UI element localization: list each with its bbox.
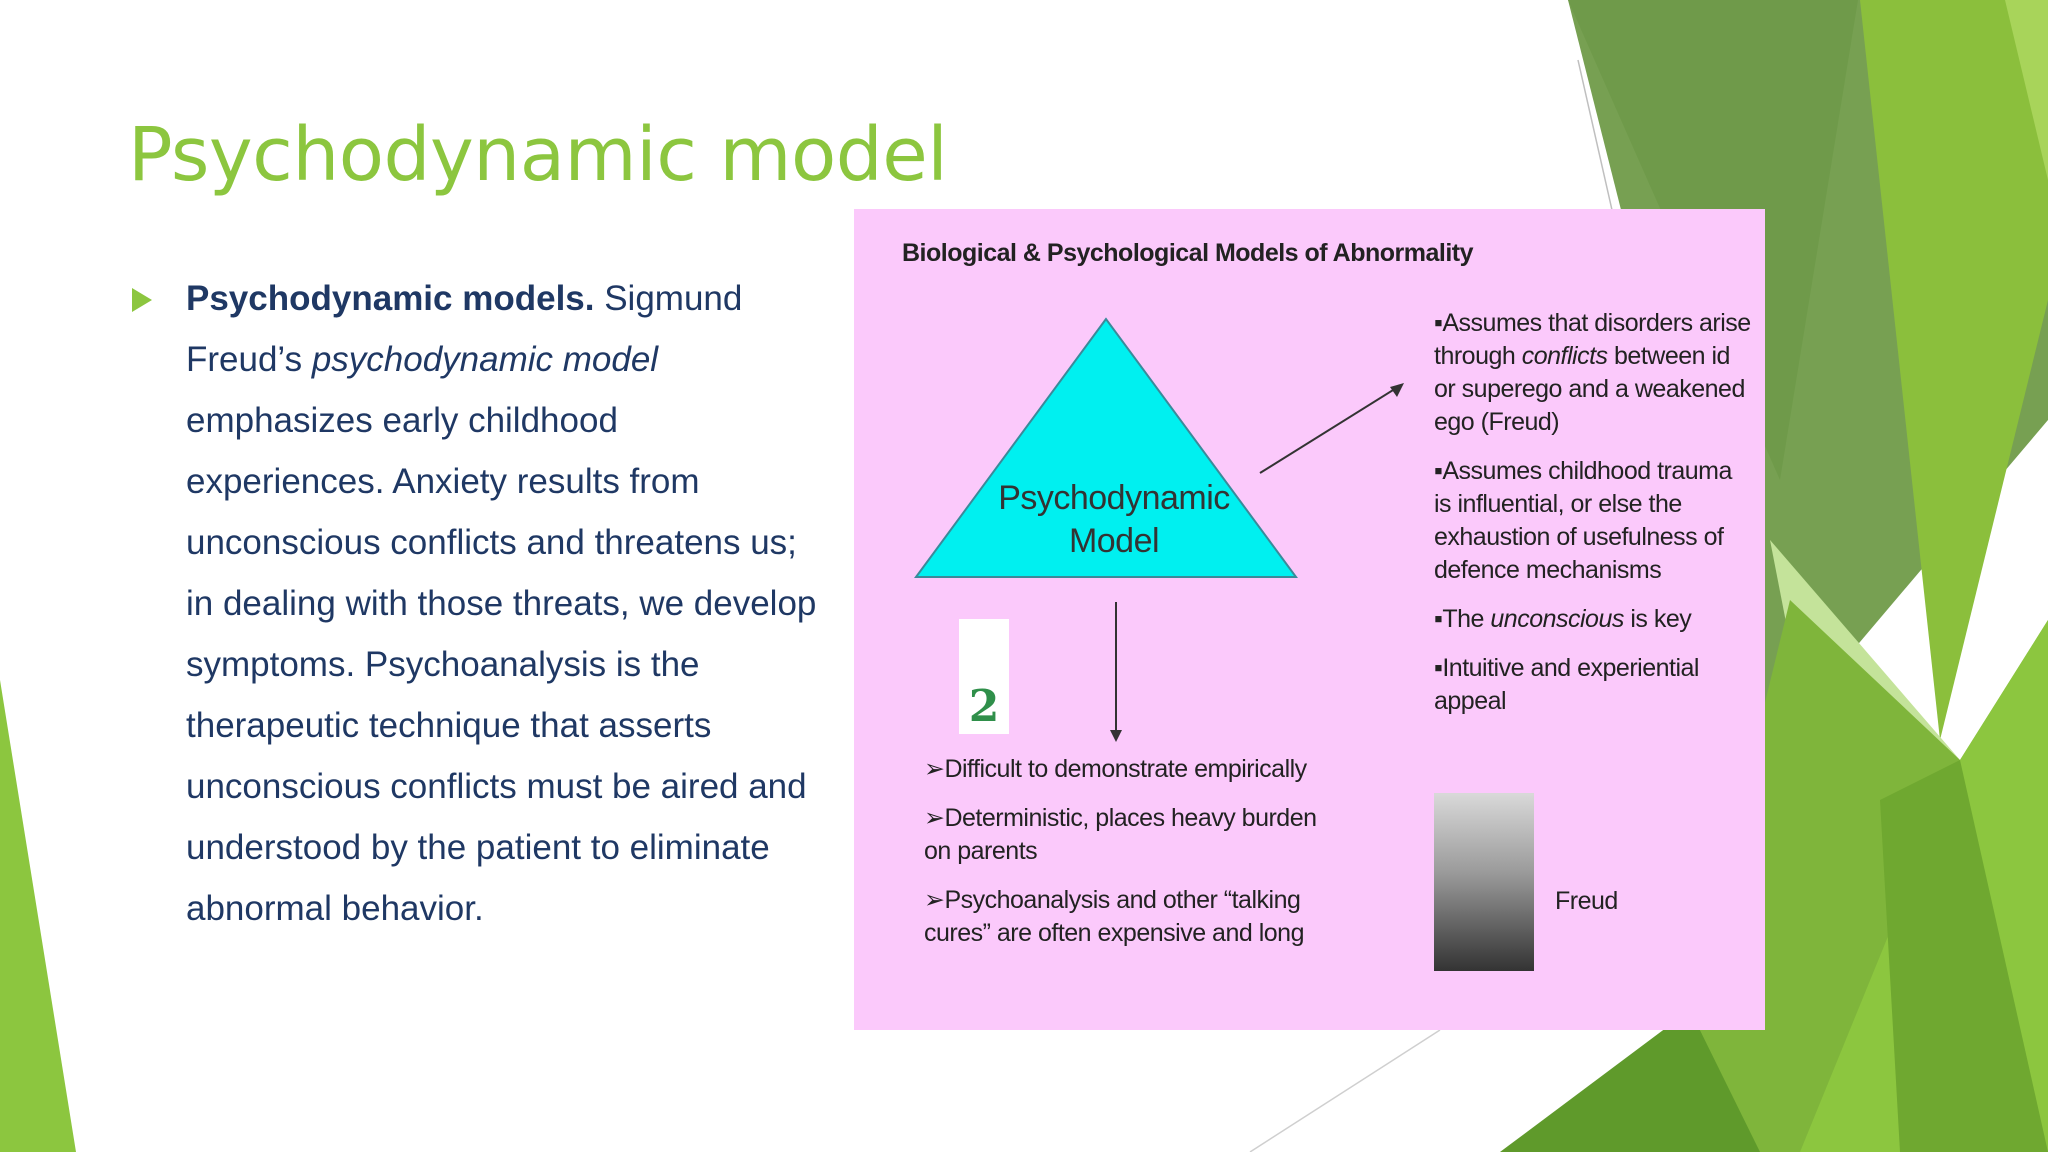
right-point-text: is key [1623, 605, 1692, 633]
left-point: ➢Difficult to demonstrate empirically [924, 755, 1307, 783]
freud-photo-caption: Freud [1555, 887, 1618, 915]
right-point-text: ▪Assumes that disorders arise through [1434, 309, 1751, 370]
figure-graphics [914, 317, 1404, 742]
right-point-italic: unconscious [1490, 605, 1624, 633]
right-point: ▪The unconscious is key [1434, 603, 1752, 636]
slide-body-text: Psychodynamic models. Sigmund Freud’s ps… [186, 268, 826, 939]
body-italic-term: psychodynamic model [311, 340, 659, 379]
question-mark-icon: 2 [968, 681, 1000, 732]
freud-portrait-photo [1434, 793, 1534, 971]
deco-facet [1500, 1010, 1760, 1152]
bullet-triangle-icon [132, 288, 152, 312]
question-image: 2 [959, 619, 1009, 734]
pyramid-label-line-2: Model [1068, 522, 1160, 560]
pyramid-label: Psychodynamic Model [984, 477, 1244, 563]
right-point-text: between id or superego and a weakened eg… [1434, 342, 1745, 436]
pyramid-label-line-1: Psychodynamic [998, 479, 1230, 517]
embedded-figure: Biological & Psychological Models of Abn… [854, 209, 1765, 1030]
deco-facet [1880, 760, 2048, 1152]
left-point: ➢Deterministic, places heavy burden on p… [924, 804, 1317, 865]
right-point: ▪Assumes that disorders arise through co… [1434, 307, 1752, 439]
right-point: ▪Intuitive and experiential appeal [1434, 652, 1752, 718]
deco-facet [0, 680, 76, 1152]
arrow-to-right-list [1259, 386, 1399, 474]
arrowhead-down-icon [1110, 730, 1122, 742]
right-point-text: ▪Assumes childhood trauma is influential… [1434, 457, 1732, 584]
body-text-2: emphasizes early childhood experiences. … [186, 401, 817, 928]
figure-title: Biological & Psychological Models of Abn… [902, 239, 1474, 267]
left-points-list: ➢Difficult to demonstrate empirically ➢D… [924, 753, 1344, 966]
right-point-text: ▪Intuitive and experiential appeal [1434, 654, 1699, 715]
deco-line [1577, 59, 1613, 211]
body-text-1: Sigmund Freud’s [186, 279, 743, 379]
deco-facet [2005, 0, 2048, 180]
slide-title: Psychodynamic model [128, 112, 948, 198]
deco-line [1249, 1029, 1441, 1152]
right-point: ▪Assumes childhood trauma is influential… [1434, 455, 1752, 587]
body-lead-bold: Psychodynamic models. [186, 279, 595, 318]
right-points-list: ▪Assumes that disorders arise through co… [1434, 307, 1752, 734]
right-point-italic: conflicts [1521, 342, 1608, 370]
left-point: ➢Psychoanalysis and other “talking cures… [924, 886, 1304, 947]
deco-facet [1860, 0, 2048, 740]
arrowhead-right-icon [1390, 383, 1404, 397]
right-point-text: ▪The [1434, 605, 1491, 633]
pyramid-triangle [914, 317, 1298, 578]
